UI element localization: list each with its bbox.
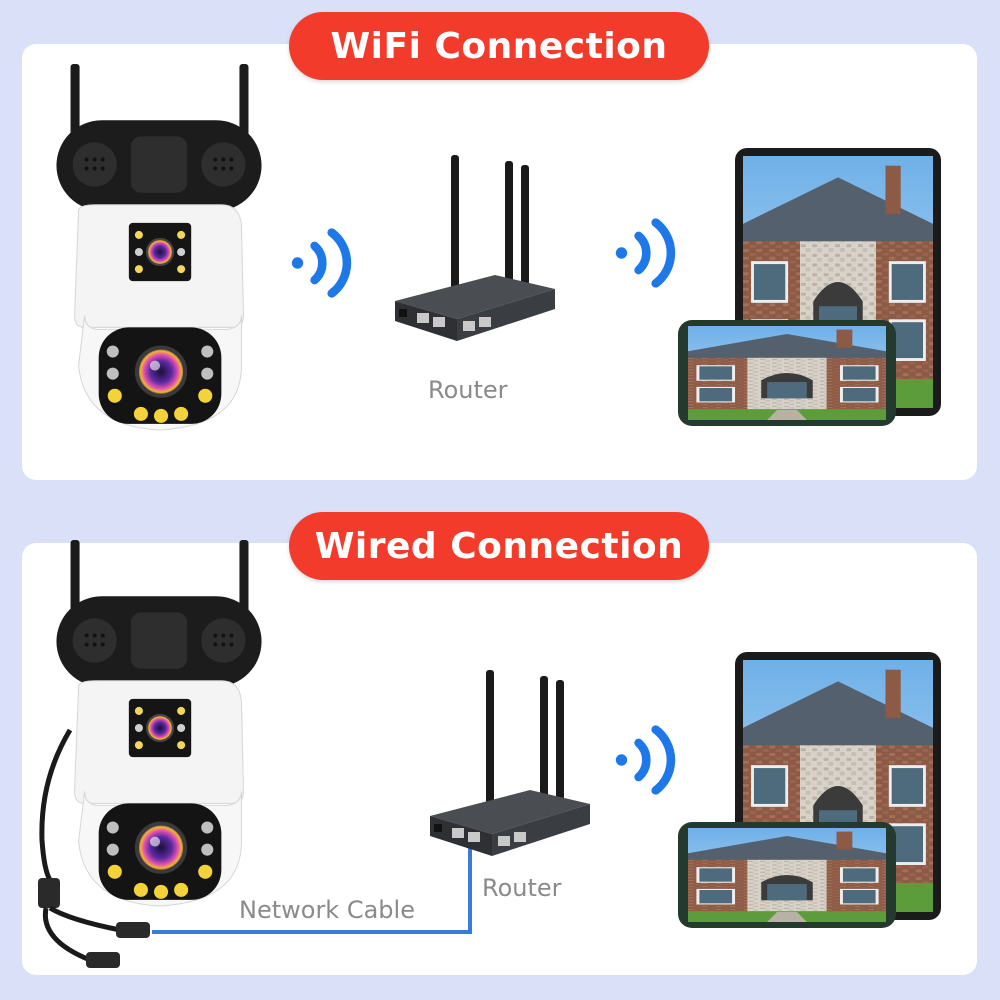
wifi-signal-icon bbox=[288, 225, 364, 301]
wifi-connection-title: WiFi Connection bbox=[289, 12, 709, 80]
router-label: Router bbox=[482, 874, 562, 902]
wired-connection-title: Wired Connection bbox=[289, 512, 709, 580]
router-icon bbox=[430, 670, 590, 856]
security-camera-icon bbox=[52, 64, 262, 436]
network-cable-line bbox=[152, 842, 472, 934]
wifi-signal-icon bbox=[612, 722, 688, 798]
camera-cable bbox=[38, 728, 150, 968]
network-cable-label: Network Cable bbox=[239, 896, 415, 924]
phone-icon bbox=[678, 822, 896, 928]
router-label: Router bbox=[428, 376, 508, 404]
router-icon bbox=[395, 155, 555, 341]
phone-icon bbox=[678, 320, 896, 426]
wifi-signal-icon bbox=[612, 215, 688, 291]
